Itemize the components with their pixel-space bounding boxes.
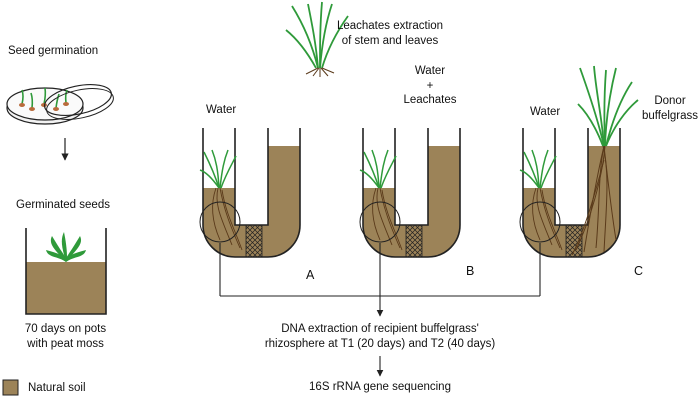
legend-soil-swatch: [2, 379, 19, 396]
pots-label-line1: 70 days on pots: [24, 323, 107, 335]
germinated-seeds-label: Germinated seeds: [16, 199, 110, 211]
seed-germination-label: Seed germination: [8, 45, 99, 57]
u-tube-a: [199, 128, 301, 258]
water-label-c: Water: [530, 106, 561, 118]
leachate-plant-icon: [285, 1, 349, 77]
connector-lines: [219, 243, 541, 317]
dna-extraction-line2: rhizosphere at T1 (20 days) and T2 (40 d…: [264, 338, 496, 350]
dna-extraction-line1: DNA extraction of recipient buffelgrass': [281, 323, 479, 335]
leachates-label-b: Leachates: [403, 94, 457, 106]
pots-label-line2: with peat moss: [27, 338, 104, 350]
tube-label-a: A: [306, 268, 315, 282]
donor-label-line1: Donor: [654, 95, 686, 107]
water-label-b: Water: [414, 65, 446, 77]
leachates-label-line2: of stem and leaves: [341, 35, 439, 47]
water-label-a: Water: [206, 104, 237, 116]
sequencing-label: 16S rRNA gene sequencing: [309, 381, 451, 393]
plus-label-b: +: [426, 80, 434, 92]
tube-label-b: B: [466, 264, 475, 278]
donor-label-line2: buffelgrass: [641, 110, 699, 122]
u-tube-c: [519, 65, 639, 258]
leachates-label-line1: Leachates extraction: [336, 20, 444, 32]
tube-label-c: C: [634, 264, 644, 278]
legend-natural-soil-label: Natural soil: [28, 382, 86, 394]
germination-pot: [25, 228, 107, 315]
petri-dish-icon: [6, 83, 114, 125]
u-tube-b: [359, 128, 461, 258]
